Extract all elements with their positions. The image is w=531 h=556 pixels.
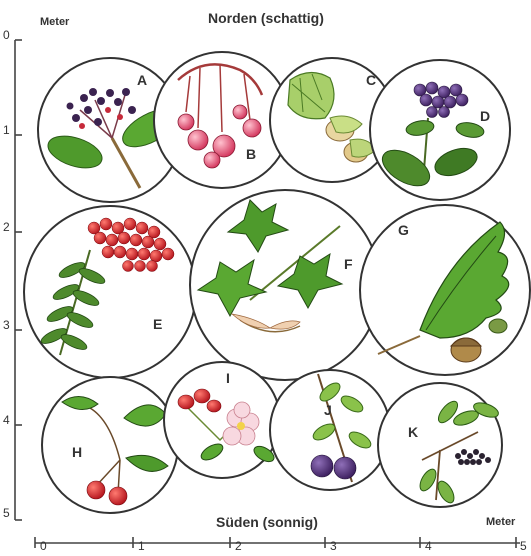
north-label: Norden (schattig) xyxy=(208,10,324,26)
left-tick-label: 4 xyxy=(3,413,10,427)
plant-h-illustration xyxy=(42,377,178,513)
plant-letter-f: F xyxy=(344,256,353,272)
bottom-tick-label: 3 xyxy=(330,539,337,553)
left-tick-label: 5 xyxy=(3,506,10,520)
left-tick-label: 3 xyxy=(3,318,10,332)
plant-letter-h: H xyxy=(72,444,82,460)
bottom-tick-label: 2 xyxy=(235,539,242,553)
bottom-tick-label: 1 xyxy=(138,539,145,553)
left-tick-label: 1 xyxy=(3,123,10,137)
plant-letter-k: K xyxy=(408,424,418,440)
plant-j-illustration xyxy=(270,370,390,490)
left-tick-label: 2 xyxy=(3,220,10,234)
plant-g-illustration xyxy=(360,205,530,375)
plant-letter-e: E xyxy=(153,316,162,332)
south-label: Süden (sonnig) xyxy=(216,514,318,530)
plant-letter-j: J xyxy=(324,402,332,418)
plant-letter-d: D xyxy=(480,108,490,124)
plant-letter-c: C xyxy=(366,72,376,88)
bottom-tick-label: 4 xyxy=(425,539,432,553)
bottom-axis xyxy=(35,537,520,548)
plant-letter-a: A xyxy=(137,72,147,88)
left-tick-label: 0 xyxy=(3,28,10,42)
plant-d-illustration xyxy=(370,60,510,200)
left-axis xyxy=(15,40,22,520)
bottom-tick-label: 5 xyxy=(520,539,527,553)
bottom-axis-unit: Meter xyxy=(486,516,515,528)
plant-k-illustration xyxy=(378,383,502,507)
plant-e-illustration xyxy=(24,206,196,378)
plant-letter-g: G xyxy=(398,222,409,238)
plant-i-illustration xyxy=(164,362,280,478)
left-axis-unit: Meter xyxy=(40,16,69,28)
bottom-tick-label: 0 xyxy=(40,539,47,553)
plant-letter-b: B xyxy=(246,146,256,162)
plant-letter-i: I xyxy=(226,370,230,386)
plant-f-illustration xyxy=(190,190,380,380)
